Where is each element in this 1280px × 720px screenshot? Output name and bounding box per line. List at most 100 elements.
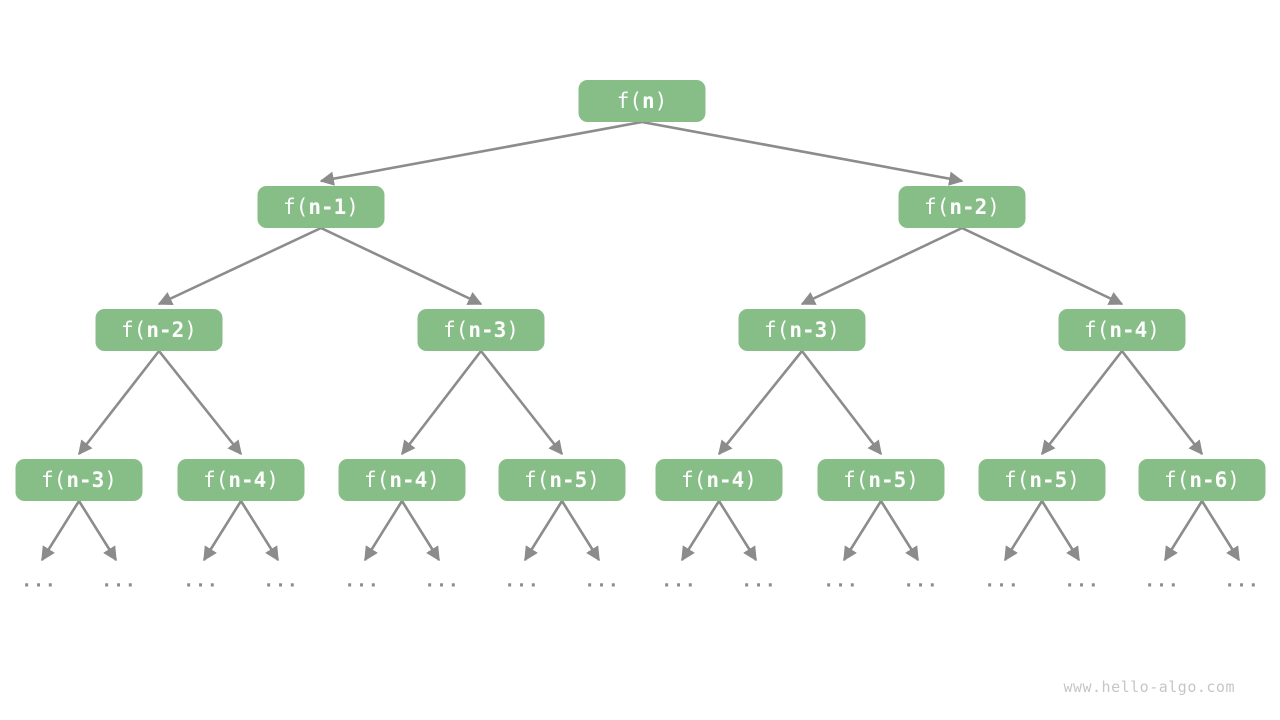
node-f-n-3: f(n-3) xyxy=(15,459,143,501)
node-label-arg: n-3 xyxy=(789,317,828,342)
node-label-pre: f( xyxy=(616,88,642,113)
node-f-n-5: f(n-5) xyxy=(978,459,1106,501)
edge-arrow xyxy=(202,500,243,562)
node-label-post: ) xyxy=(654,88,668,113)
edge-arrow xyxy=(1200,500,1241,562)
ellipsis-leaf: ... xyxy=(1224,570,1260,592)
ellipsis-leaf: ... xyxy=(101,570,137,592)
node-label-post: ) xyxy=(346,194,359,219)
node-label-post: ) xyxy=(1067,467,1080,492)
node-label-post: ) xyxy=(266,467,279,492)
node-f-n-4: f(n-4) xyxy=(1058,309,1186,351)
node-label-arg: n-3 xyxy=(468,317,507,342)
edge-arrow xyxy=(239,500,280,562)
edge-arrow xyxy=(523,500,564,562)
edge-arrow xyxy=(363,500,404,562)
edge-arrow xyxy=(400,350,483,456)
node-label-arg: n-6 xyxy=(1189,467,1228,492)
edge-arrow xyxy=(641,120,964,186)
node-label-arg: n-5 xyxy=(868,467,907,492)
node-label-pre: f( xyxy=(283,194,309,219)
node-label-post: ) xyxy=(906,467,919,492)
edge-arrow xyxy=(77,350,161,456)
node-label-post: ) xyxy=(827,317,840,342)
edge-arrow xyxy=(157,350,243,456)
node-f-n-4: f(n-4) xyxy=(655,459,783,501)
edge-arrow xyxy=(680,500,721,562)
node-label-arg: n-1 xyxy=(308,194,347,219)
node-label-post: ) xyxy=(987,194,1000,219)
node-label-post: ) xyxy=(427,467,440,492)
ellipsis-leaf: ... xyxy=(661,570,697,592)
edge-arrow xyxy=(717,500,758,562)
ellipsis-leaf: ... xyxy=(1064,570,1100,592)
edge-arrow xyxy=(879,500,920,562)
ellipsis-leaf: ... xyxy=(741,570,777,592)
node-label-post: ) xyxy=(744,467,757,492)
node-f-n-2: f(n-2) xyxy=(898,186,1026,228)
node-label-pre: f( xyxy=(1164,467,1190,492)
ellipsis-leaf: ... xyxy=(504,570,540,592)
node-label-arg: n-4 xyxy=(228,467,267,492)
node-f-n-2: f(n-2) xyxy=(95,309,223,351)
node-label-pre: f( xyxy=(764,317,790,342)
ellipsis-leaf: ... xyxy=(21,570,57,592)
edge-arrow xyxy=(40,500,81,562)
node-label-pre: f( xyxy=(364,467,390,492)
ellipsis-leaf: ... xyxy=(823,570,859,592)
edge-arrow xyxy=(1040,500,1081,562)
node-f-n-3: f(n-3) xyxy=(417,309,545,351)
node-label-post: ) xyxy=(1147,317,1160,342)
node-label-arg: n-5 xyxy=(1029,467,1068,492)
ellipsis-leaf: ... xyxy=(183,570,219,592)
edge-arrow xyxy=(400,500,441,562)
node-label-arg: n-2 xyxy=(146,317,185,342)
edge-arrow xyxy=(961,226,1124,306)
node-label-post: ) xyxy=(184,317,197,342)
node-label-arg: n-2 xyxy=(949,194,988,219)
ellipsis-leaf: ... xyxy=(1144,570,1180,592)
node-label-pre: f( xyxy=(443,317,469,342)
ellipsis-leaf: ... xyxy=(424,570,460,592)
node-f-n-5: f(n-5) xyxy=(817,459,945,501)
node-label-post: ) xyxy=(506,317,519,342)
node-label-pre: f( xyxy=(843,467,869,492)
edge-arrow xyxy=(1120,350,1204,456)
node-f-n-6: f(n-6) xyxy=(1138,459,1266,501)
ellipsis-leaf: ... xyxy=(584,570,620,592)
node-label-pre: f( xyxy=(121,317,147,342)
edge-arrow xyxy=(1040,350,1124,456)
node-label-pre: f( xyxy=(1004,467,1030,492)
edge-arrow xyxy=(842,500,883,562)
node-label-pre: f( xyxy=(203,467,229,492)
node-f-n-3: f(n-3) xyxy=(738,309,866,351)
ellipsis-leaf: ... xyxy=(903,570,939,592)
node-label-arg: n xyxy=(641,88,655,113)
edge-arrow xyxy=(320,226,483,306)
edge-arrow xyxy=(157,226,322,306)
edge-arrow xyxy=(319,120,643,186)
node-f-n-1: f(n-1) xyxy=(257,186,385,228)
node-label-post: ) xyxy=(587,467,600,492)
edge-arrow xyxy=(77,500,118,562)
node-f-n: f(n) xyxy=(578,80,706,122)
node-label-arg: n-5 xyxy=(549,467,588,492)
node-f-n-4: f(n-4) xyxy=(338,459,466,501)
node-label-pre: f( xyxy=(1084,317,1110,342)
ellipsis-leaf: ... xyxy=(344,570,380,592)
node-label-pre: f( xyxy=(924,194,950,219)
ellipsis-leaf: ... xyxy=(263,570,299,592)
node-label-pre: f( xyxy=(41,467,67,492)
node-label-post: ) xyxy=(1227,467,1240,492)
ellipsis-leaf: ... xyxy=(984,570,1020,592)
node-label-pre: f( xyxy=(524,467,550,492)
edge-arrow xyxy=(479,350,564,456)
edge-arrow xyxy=(800,226,963,306)
node-label-arg: n-4 xyxy=(1109,317,1148,342)
node-f-n-5: f(n-5) xyxy=(498,459,626,501)
edge-arrow xyxy=(800,350,883,456)
node-label-arg: n-4 xyxy=(706,467,745,492)
